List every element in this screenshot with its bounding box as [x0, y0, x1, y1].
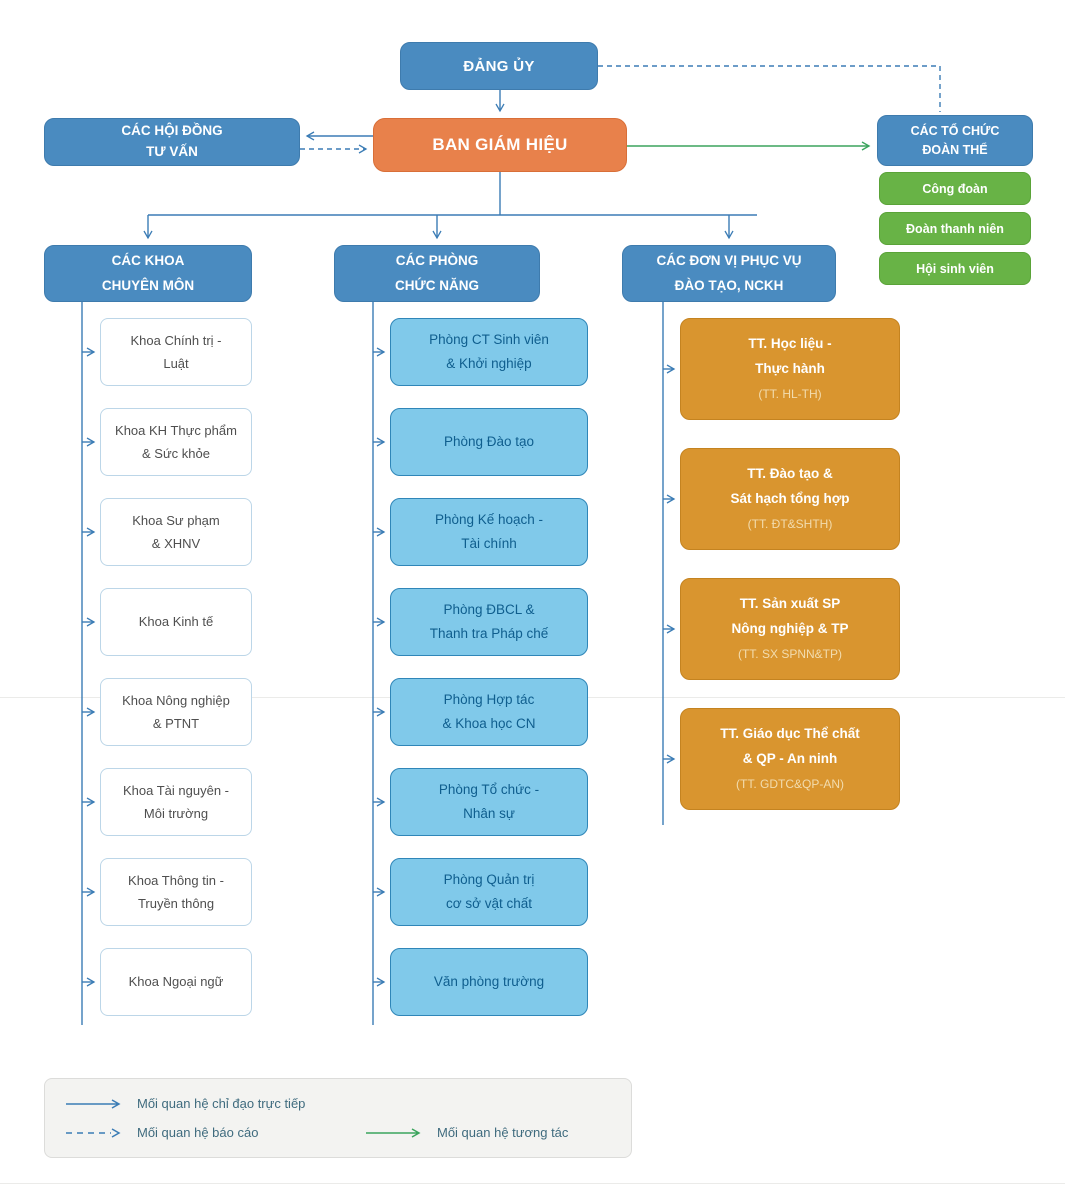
faculty-box: Khoa Chính trị - Luật	[100, 318, 252, 386]
faculties-column: Khoa Chính trị - Luật Khoa KH Thực phẩm …	[100, 318, 252, 1038]
center-box: TT. Sản xuất SP Nông nghiệp & TP (TT. SX…	[680, 578, 900, 680]
board-of-rectors-box: BAN GIÁM HIỆU	[373, 118, 627, 172]
legend-report-label: Mối quan hệ báo cáo	[137, 1125, 259, 1140]
centers-column: TT. Học liệu - Thực hành (TT. HL-TH) TT.…	[680, 318, 900, 838]
department-box: Phòng Đào tạo	[390, 408, 588, 476]
faculty-box: Khoa KH Thực phẩm & Sức khỏe	[100, 408, 252, 476]
faculty-box: Khoa Thông tin - Truyền thông	[100, 858, 252, 926]
faculty-box: Khoa Sư phạm & XHNV	[100, 498, 252, 566]
center-box: TT. Giáo dục Thể chất & QP - An ninh (TT…	[680, 708, 900, 810]
mass-organizations-box: CÁC TỔ CHỨC ĐOÀN THỂ	[877, 115, 1033, 166]
faculty-box: Khoa Nông nghiệp & PTNT	[100, 678, 252, 746]
party-committee-box: ĐẢNG ỦY	[400, 42, 598, 90]
centers-column-header: CÁC ĐƠN VỊ PHỤC VỤ ĐÀO TẠO, NCKH	[622, 245, 836, 302]
department-box: Phòng Tổ chức - Nhân sự	[390, 768, 588, 836]
green-arrow-icon	[365, 1127, 427, 1139]
faculty-box: Khoa Ngoại ngữ	[100, 948, 252, 1016]
center-box: TT. Đào tạo & Sát hạch tổng hợp (TT. ĐT&…	[680, 448, 900, 550]
department-box: Phòng CT Sinh viên & Khởi nghiệp	[390, 318, 588, 386]
legend-direct-label: Mối quan hệ chỉ đạo trực tiếp	[137, 1096, 306, 1111]
legend-item-direct: Mối quan hệ chỉ đạo trực tiếp	[65, 1096, 365, 1111]
dashed-arrow-icon	[65, 1127, 127, 1139]
legend-item-report: Mối quan hệ báo cáo	[65, 1125, 365, 1140]
advisory-councils-line1: CÁC HỘI ĐỒNG	[121, 123, 223, 139]
union-item: Hội sinh viên	[879, 252, 1031, 285]
solid-arrow-icon	[65, 1098, 127, 1110]
advisory-councils-box: CÁC HỘI ĐỒNG TƯ VẤN	[44, 118, 300, 166]
department-box: Phòng ĐBCL & Thanh tra Pháp chế	[390, 588, 588, 656]
legend-item-interact: Mối quan hệ tương tác	[365, 1125, 611, 1140]
union-list: Công đoàn Đoàn thanh niên Hội sinh viên	[879, 172, 1031, 292]
union-item: Đoàn thanh niên	[879, 212, 1031, 245]
center-abbreviation: (TT. SX SPNN&TP)	[737, 647, 842, 661]
center-abbreviation: (TT. ĐT&SHTH)	[747, 517, 833, 531]
department-box: Phòng Hợp tác & Khoa học CN	[390, 678, 588, 746]
faculties-column-header: CÁC KHOA CHUYÊN MÔN	[44, 245, 252, 302]
party-committee-label: ĐẢNG ỦY	[463, 57, 535, 75]
union-item: Công đoàn	[879, 172, 1031, 205]
board-of-rectors-label: BAN GIÁM HIỆU	[432, 135, 568, 154]
page-break-line	[0, 1183, 1065, 1184]
department-box: Phòng Quản trị cơ sở vật chất	[390, 858, 588, 926]
faculty-box: Khoa Kinh tế	[100, 588, 252, 656]
faculty-box: Khoa Tài nguyên - Môi trường	[100, 768, 252, 836]
departments-column: Phòng CT Sinh viên & Khởi nghiệp Phòng Đ…	[390, 318, 588, 1038]
department-box: Phòng Kế hoạch - Tài chính	[390, 498, 588, 566]
mass-organizations-line2: ĐOÀN THỂ	[922, 142, 988, 157]
advisory-councils-line2: TƯ VẤN	[146, 144, 198, 159]
center-abbreviation: (TT. HL-TH)	[758, 387, 822, 401]
center-box: TT. Học liệu - Thực hành (TT. HL-TH)	[680, 318, 900, 420]
department-box: Văn phòng trường	[390, 948, 588, 1016]
mass-organizations-line1: CÁC TỔ CHỨC	[910, 123, 1000, 138]
center-abbreviation: (TT. GDTC&QP-AN)	[736, 777, 844, 791]
legend: Mối quan hệ chỉ đạo trực tiếp Mối quan h…	[44, 1078, 632, 1158]
departments-column-header: CÁC PHÒNG CHỨC NĂNG	[334, 245, 540, 302]
legend-interact-label: Mối quan hệ tương tác	[437, 1125, 569, 1140]
